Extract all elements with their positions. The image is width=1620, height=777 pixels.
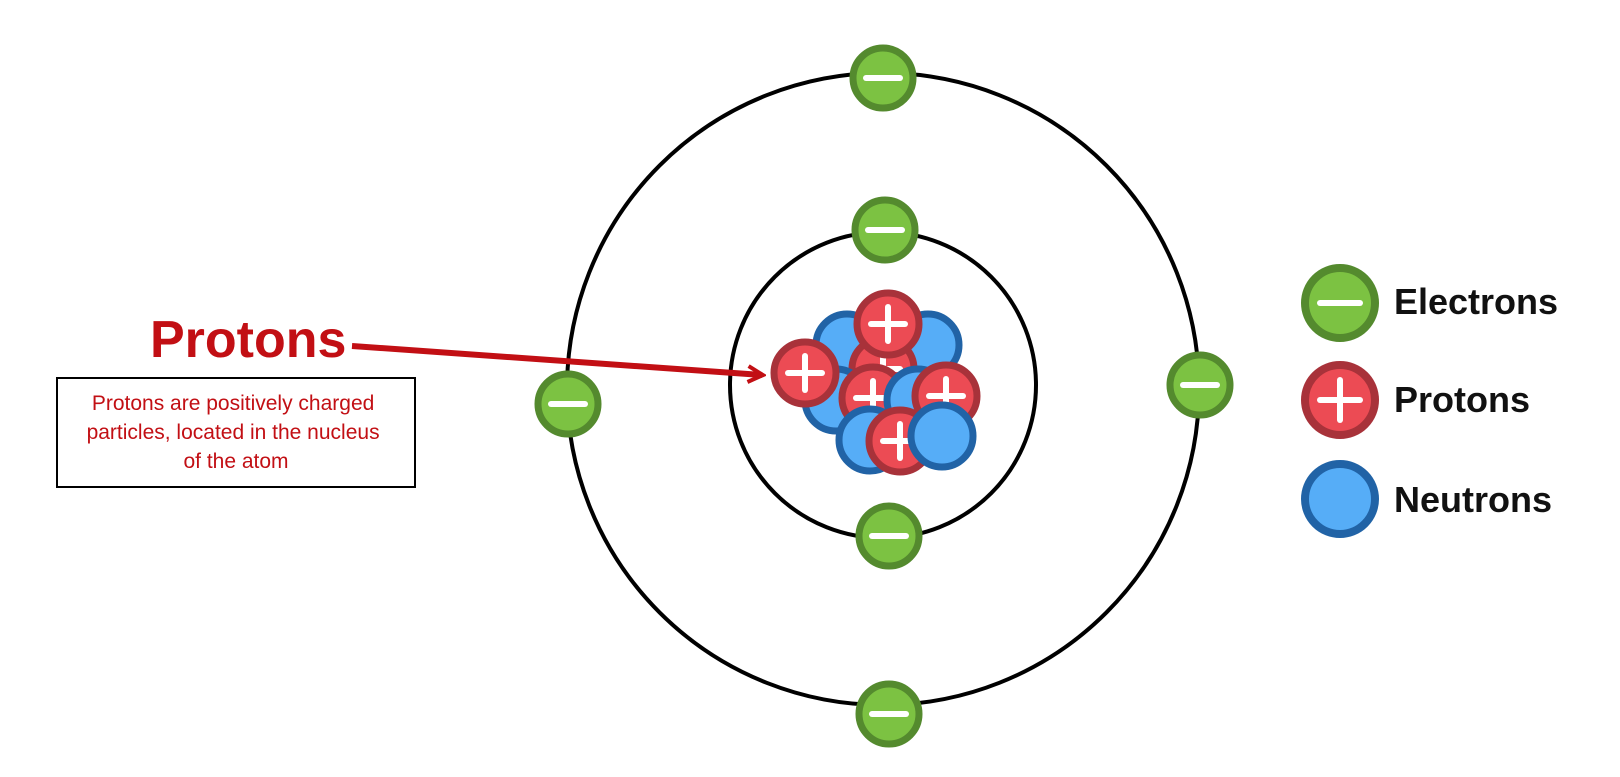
callout-box — [56, 377, 416, 488]
neutron — [907, 401, 977, 471]
legend: Electrons Protons Neutrons — [1301, 264, 1558, 538]
legend-item-protons: Protons — [1301, 361, 1530, 439]
electron — [851, 196, 919, 264]
proton-icon — [1301, 361, 1379, 439]
callout-arrow — [351, 343, 762, 375]
electron-icon — [1301, 264, 1379, 342]
legend-label-neutrons: Neutrons — [1394, 479, 1552, 520]
electron — [1166, 351, 1234, 419]
electron — [534, 370, 602, 438]
legend-label-protons: Protons — [1394, 379, 1530, 420]
legend-item-neutrons: Neutrons — [1301, 460, 1552, 538]
callout-description-line: of the atom — [183, 450, 288, 473]
electron — [855, 502, 923, 570]
proton — [853, 289, 923, 359]
electron — [855, 680, 923, 748]
nucleus — [770, 289, 981, 476]
callout-title: Protons — [150, 311, 346, 369]
callout-description: Protons are positively charged particles… — [87, 392, 386, 473]
callout-description-line: Protons are positively charged — [92, 392, 375, 415]
electron — [849, 44, 917, 112]
legend-label-electrons: Electrons — [1394, 281, 1558, 322]
neutron-icon — [1301, 460, 1379, 538]
legend-item-electrons: Electrons — [1301, 264, 1558, 342]
callout-description-line: particles, located in the nucleus — [87, 421, 380, 444]
proton — [770, 338, 840, 408]
